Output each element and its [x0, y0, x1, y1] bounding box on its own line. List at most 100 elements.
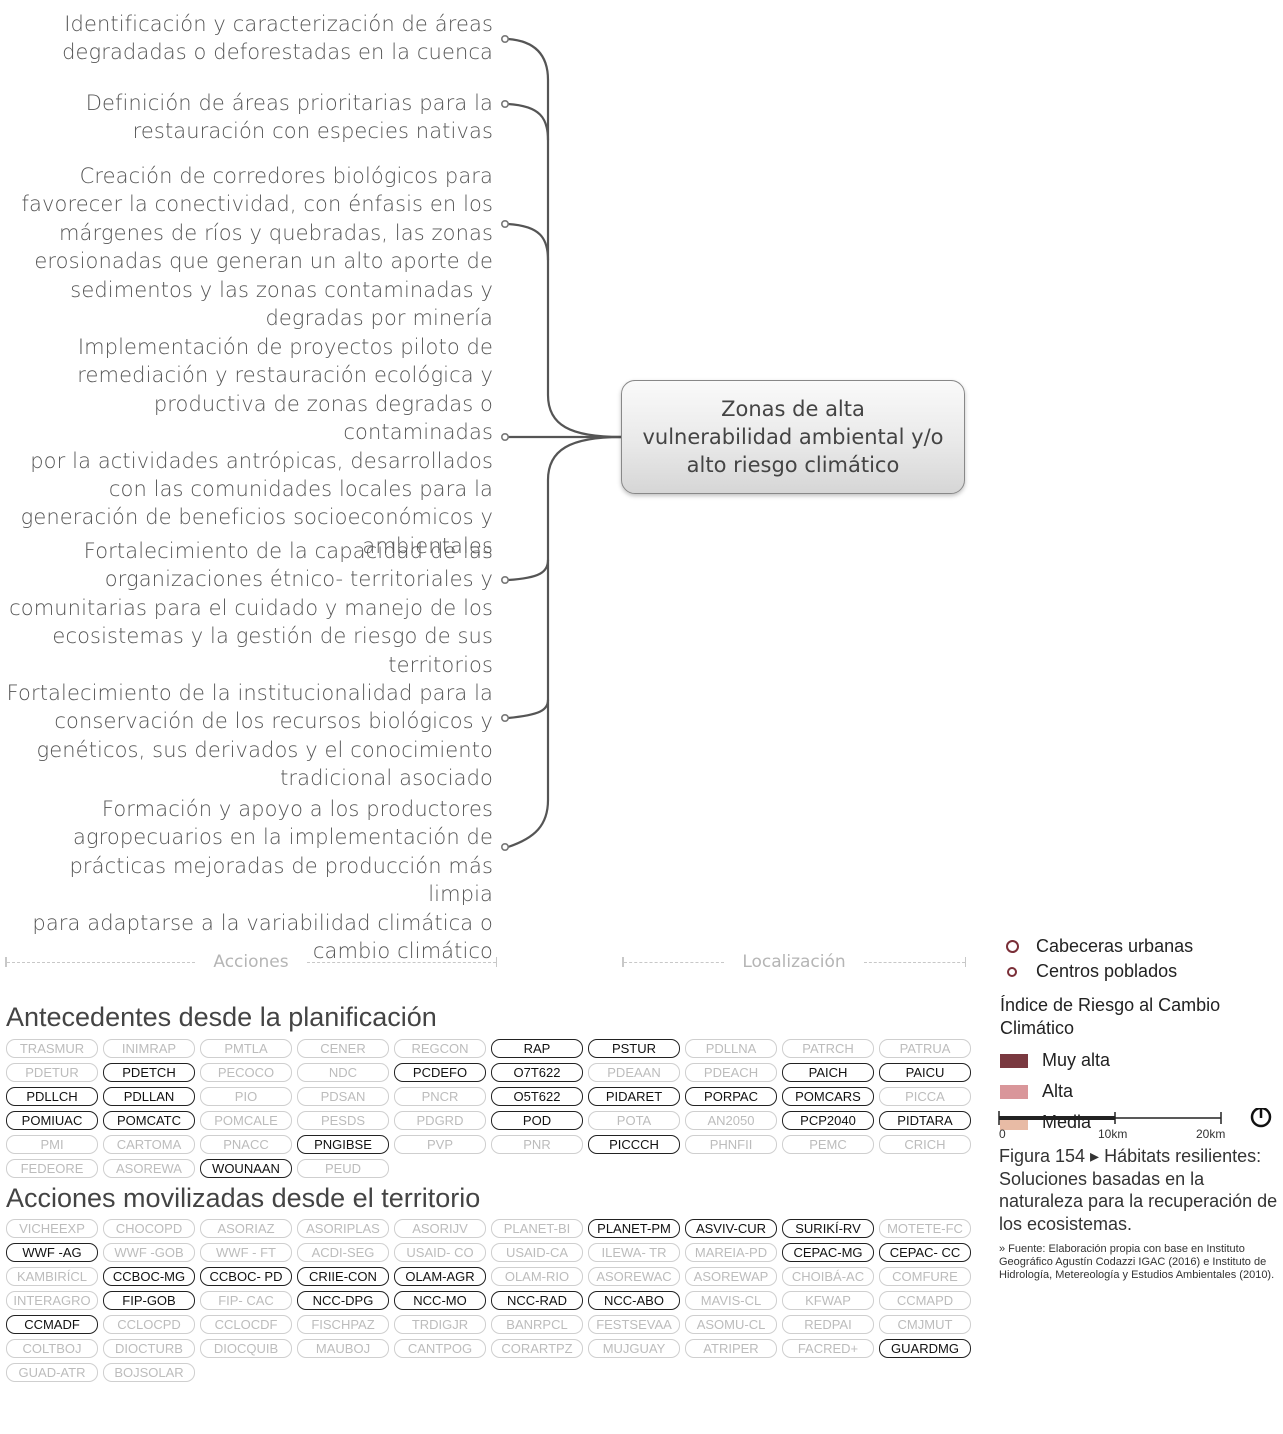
plan-pill: CCLOCDF [200, 1315, 292, 1334]
source-text: Elaboración propia con base en Instituto… [999, 1243, 1275, 1281]
separator-tick [495, 957, 497, 967]
action-line: Implementación de proyectos piloto de [77, 335, 493, 359]
plan-pill: CMJMUT [879, 1315, 971, 1334]
acciones-separator: Acciones [5, 952, 497, 972]
plan-pill: ASORIAZ [200, 1219, 292, 1238]
action-line: márgenes de ríos y quebradas, las zonas [58, 220, 493, 245]
plan-pill: WWF -GOB [103, 1243, 195, 1262]
node-dot [500, 432, 509, 441]
plan-pill: PDETCH [103, 1063, 195, 1082]
action-line: genéticos, sus derivados y el conocimien… [36, 737, 493, 762]
action-line: cambio climático [312, 939, 493, 964]
plan-pill: INTERAGRO [6, 1291, 98, 1310]
plan-pill: PICCA [879, 1087, 971, 1106]
action-line: organizaciones étnico- territoriales y [104, 567, 493, 592]
plan-pill: VICHEEXP [6, 1219, 98, 1238]
plan-pill: PNR [491, 1135, 583, 1154]
plan-pill: NCC-DPG [297, 1291, 389, 1310]
plan-pill: TRDIGJR [394, 1315, 486, 1334]
plan-pill: ASVIV-CUR [685, 1219, 777, 1238]
mindmap-connectors [500, 34, 623, 851]
plan-pill: CENER [297, 1039, 389, 1058]
plan-pill: CEPAC-MG [782, 1243, 874, 1262]
town-icon [1007, 966, 1017, 977]
plan-pill: PICCCH [588, 1135, 680, 1154]
plan-pill: ASOREWAP [685, 1267, 777, 1286]
plan-pill: PESDS [297, 1111, 389, 1130]
plan-pill: PDEAAN [588, 1063, 680, 1082]
plan-pill: CHOIBÁ-AC [782, 1267, 874, 1286]
action-line: agropecuarios en la implementación de [72, 825, 493, 850]
plan-pill: CCMADF [6, 1315, 98, 1334]
action-line: comunitarias para el cuidado y manejo de… [9, 595, 493, 620]
action-line: Identificación y caracterización de área… [64, 12, 493, 36]
action-line: Definición de áreas prioritarias para la [85, 91, 493, 115]
plan-pill: CCBOC- PD [200, 1267, 292, 1286]
plan-pill: PIDTARA [879, 1111, 971, 1130]
legend-index-title: Índice de Riesgo al Cambio Climático [1000, 995, 1221, 1038]
plan-pill: ACDI-SEG [297, 1243, 389, 1262]
action-line: restauración con especies nativas [132, 119, 493, 144]
movilizadas-title: Acciones movilizadas desde el territorio [6, 1183, 481, 1213]
plan-pill: POMCALE [200, 1111, 292, 1130]
plan-pill: PNACC [200, 1135, 292, 1154]
plan-pill: MUJGUAY [588, 1339, 680, 1358]
plan-pill: GUAD-ATR [6, 1363, 98, 1382]
plan-pill: REGCON [394, 1039, 486, 1058]
plan-pill: FIP- CAC [200, 1291, 292, 1310]
plan-pill: INIMRAP [103, 1039, 195, 1058]
plan-pill: CHOCOPD [103, 1219, 195, 1238]
action-line: Fortalecimiento de la capacidad de las [83, 539, 493, 563]
plan-pill: PVP [394, 1135, 486, 1154]
plan-pill: MOTETE-FC [879, 1219, 971, 1238]
plan-pill: ASOMU-CL [685, 1315, 777, 1334]
plan-pill: USAID- CO [394, 1243, 486, 1262]
action-line: degradadas o deforestadas en la cuenca [62, 40, 493, 65]
plan-pill: CCBOC-MG [103, 1267, 195, 1286]
action-text-1: Identificación y caracterización de área… [62, 10, 493, 67]
plan-pill: POMIUAC [6, 1111, 98, 1130]
plan-pill: ASORIPLAS [297, 1219, 389, 1238]
node-dot [500, 100, 509, 109]
plan-pill: OLAM-RIO [491, 1267, 583, 1286]
separator-tick [622, 957, 624, 967]
source-label: » Fuente: [999, 1243, 1046, 1255]
action-line: erosionadas que generan un alto aporte d… [34, 249, 493, 274]
legend-centros: Centros poblados [1000, 959, 1283, 984]
action-line: Formación y apoyo a los productores [101, 797, 493, 821]
plan-pill: NCC-RAD [491, 1291, 583, 1310]
plan-pill: OLAM-AGR [394, 1267, 486, 1286]
plan-pill: ATRIPER [685, 1339, 777, 1358]
plan-pill: PORPAC [685, 1087, 777, 1106]
acciones-label: Acciones [213, 952, 289, 972]
action-line: ecosistemas y la gestión de riesgo de su… [52, 624, 493, 649]
plan-pill: RAP [491, 1039, 583, 1058]
action-text-4: Implementación de proyectos piloto de re… [0, 333, 493, 560]
figure-source: » Fuente: Elaboración propia con base en… [999, 1243, 1283, 1282]
action-line: conservación de los recursos biológicos … [54, 709, 493, 734]
central-node-line: alto riesgo climático [686, 453, 900, 477]
node-dot [500, 34, 509, 43]
plan-pill: POMCATC [103, 1111, 195, 1130]
plan-pill: POTA [588, 1111, 680, 1130]
scale-bar [998, 1108, 1272, 1128]
plan-pill: USAID-CA [491, 1243, 583, 1262]
plan-pill: FEDEORE [6, 1159, 98, 1178]
plan-pill: WOUNAAN [200, 1159, 292, 1178]
swatch-icon [1000, 1053, 1028, 1068]
plan-pill: PDLLCH [6, 1087, 98, 1106]
plan-pill: CCMAPD [879, 1291, 971, 1310]
node-dot [500, 842, 509, 851]
plan-pill: PAICU [879, 1063, 971, 1082]
scale-mid: 10km [1098, 1127, 1128, 1141]
plan-pill: CRICH [879, 1135, 971, 1154]
separator-dash [623, 961, 725, 963]
plan-pill: PATRCH [782, 1039, 874, 1058]
plan-pill: PNCR [394, 1087, 486, 1106]
plan-pill: MAUBOJ [297, 1339, 389, 1358]
swatch-icon [1000, 1084, 1028, 1099]
plan-pill: FESTSEVAA [588, 1315, 680, 1334]
plan-pill: KAMBIRÍCL [6, 1267, 98, 1286]
plan-pill: O7T622 [491, 1063, 583, 1082]
